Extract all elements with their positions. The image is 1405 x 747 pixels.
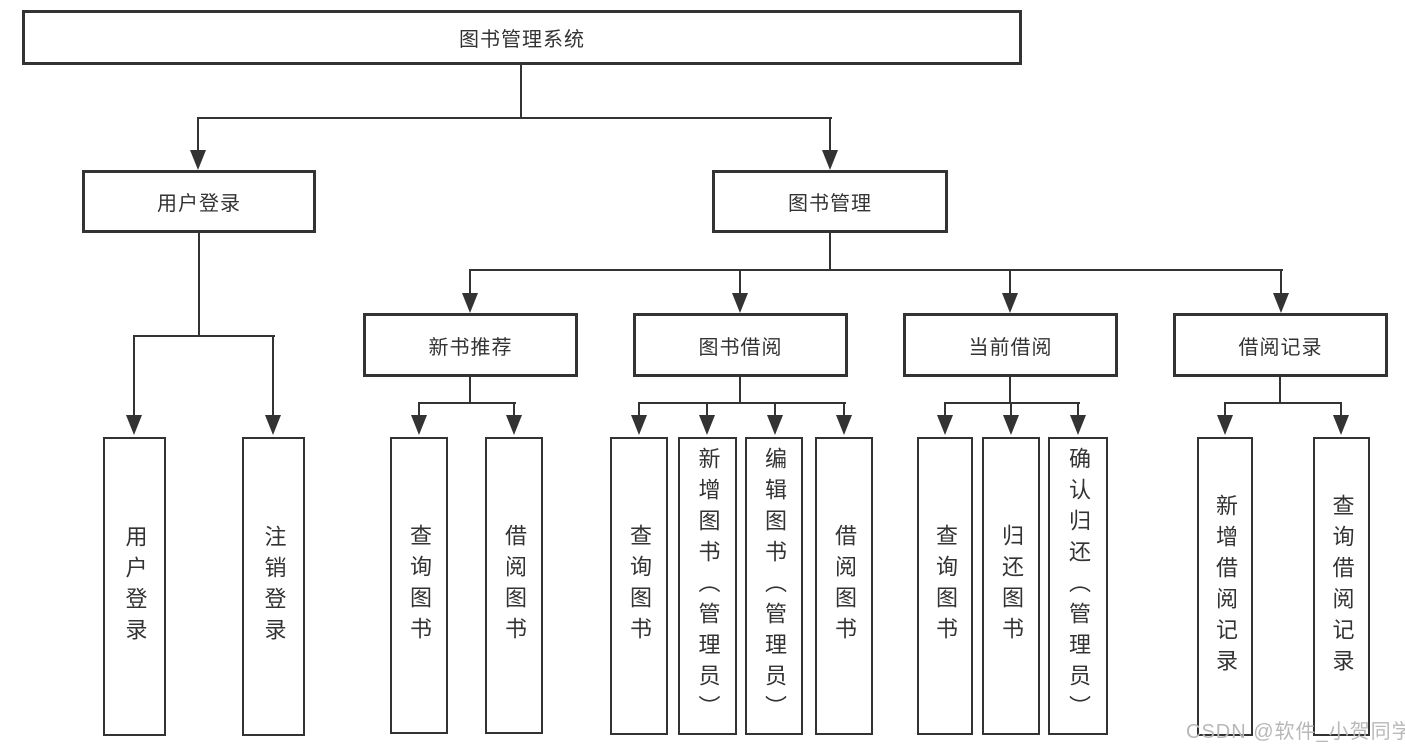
connector-records-rail bbox=[1224, 402, 1342, 404]
leaf-borrow-books-1-label: 借阅图书 bbox=[502, 523, 527, 648]
arrow-down-icon bbox=[1333, 415, 1349, 435]
node-root: 图书管理系统 bbox=[22, 10, 1022, 65]
connector-leaf-drop bbox=[774, 402, 776, 418]
arrow-down-icon bbox=[1002, 293, 1018, 313]
node-book-borrow: 图书借阅 bbox=[633, 313, 848, 377]
arrow-down-icon bbox=[937, 415, 953, 435]
leaf-confirm-return-admin: 确认归还（管理员） bbox=[1048, 437, 1108, 735]
leaf-query-borrow-record: 查询借阅记录 bbox=[1313, 437, 1370, 736]
leaf-query-books-2-label: 查询图书 bbox=[627, 524, 652, 648]
connector-currentborrow-stem bbox=[1009, 377, 1011, 404]
connector-l3-drop bbox=[1009, 269, 1011, 297]
connector-l3-drop bbox=[469, 269, 471, 297]
node-book-management: 图书管理 bbox=[712, 170, 948, 233]
arrow-down-icon bbox=[411, 415, 427, 435]
leaf-edit-books-admin: 编辑图书（管理员） bbox=[745, 437, 803, 735]
leaf-borrow-books-1: 借阅图书 bbox=[485, 437, 543, 734]
leaf-add-borrow-record: 新增借阅记录 bbox=[1197, 437, 1253, 736]
connector-leaf-drop bbox=[133, 335, 135, 417]
arrow-down-icon bbox=[767, 415, 783, 435]
connector-userlogin-stem bbox=[198, 233, 200, 337]
node-borrow-records: 借阅记录 bbox=[1173, 313, 1388, 377]
leaf-query-books-3-label: 查询图书 bbox=[933, 524, 958, 648]
connector-root-rail bbox=[197, 117, 832, 119]
leaf-logout: 注销登录 bbox=[242, 437, 305, 736]
leaf-query-books-1-label: 查询图书 bbox=[407, 523, 432, 648]
connector-bookborrow-stem bbox=[739, 377, 741, 404]
arrow-down-icon bbox=[462, 293, 478, 313]
node-new-book-recommend-label: 新书推荐 bbox=[428, 336, 513, 359]
node-new-book-recommend: 新书推荐 bbox=[363, 313, 578, 377]
leaf-query-books-1: 查询图书 bbox=[390, 437, 448, 734]
arrow-down-icon bbox=[732, 293, 748, 313]
leaf-query-books-3: 查询图书 bbox=[917, 437, 973, 735]
node-current-borrow-label: 当前借阅 bbox=[968, 336, 1053, 359]
connector-l2a-drop bbox=[197, 117, 199, 153]
node-user-login: 用户登录 bbox=[82, 170, 316, 233]
connector-l2b-drop bbox=[829, 117, 831, 153]
arrow-down-icon bbox=[822, 150, 838, 170]
leaf-return-books: 归还图书 bbox=[982, 437, 1040, 735]
arrow-down-icon bbox=[836, 415, 852, 435]
node-user-login-label: 用户登录 bbox=[157, 193, 241, 215]
node-book-borrow-label: 图书借阅 bbox=[698, 336, 783, 359]
leaf-add-books-admin-label: 新增图书（管理员） bbox=[695, 446, 721, 726]
leaf-query-borrow-record-label: 查询借阅记录 bbox=[1329, 493, 1355, 680]
arrow-down-icon bbox=[190, 150, 206, 170]
connector-records-stem bbox=[1279, 377, 1281, 404]
connector-bookborrow-rail bbox=[638, 402, 846, 404]
leaf-return-books-label: 归还图书 bbox=[999, 524, 1024, 648]
connector-leaf-drop bbox=[1224, 402, 1226, 418]
connector-leaf-drop bbox=[843, 402, 845, 418]
leaf-edit-books-admin-label: 编辑图书（管理员） bbox=[762, 446, 787, 726]
connector-currentborrow-rail bbox=[944, 402, 1080, 404]
connector-bookmgmt-stem bbox=[829, 233, 831, 271]
connector-root-stem bbox=[520, 65, 522, 119]
arrow-down-icon bbox=[1070, 415, 1086, 435]
arrow-down-icon bbox=[1273, 293, 1289, 313]
leaf-user-login-label: 用户登录 bbox=[122, 524, 148, 649]
arrow-down-icon bbox=[699, 415, 715, 435]
leaf-borrow-books-2-label: 借阅图书 bbox=[832, 524, 857, 648]
leaf-logout-label: 注销登录 bbox=[261, 524, 287, 649]
connector-l3-drop bbox=[739, 269, 741, 297]
arrow-down-icon bbox=[265, 415, 281, 435]
connector-leaf-drop bbox=[272, 335, 274, 417]
leaf-borrow-books-2: 借阅图书 bbox=[815, 437, 873, 735]
arrow-down-icon bbox=[506, 415, 522, 435]
connector-leaf-drop bbox=[1077, 402, 1079, 418]
connector-leaf-drop bbox=[638, 402, 640, 418]
connector-leaf-drop bbox=[418, 402, 420, 418]
connector-leaf-drop bbox=[1340, 402, 1342, 418]
arrow-down-icon bbox=[1003, 415, 1019, 435]
connector-userlogin-rail bbox=[133, 335, 275, 337]
connector-leaf-drop bbox=[513, 402, 515, 418]
leaf-add-borrow-record-label: 新增借阅记录 bbox=[1213, 493, 1238, 680]
node-root-label: 图书管理系统 bbox=[459, 29, 585, 51]
connector-leaf-drop bbox=[944, 402, 946, 418]
connector-bookmgmt-rail bbox=[469, 269, 1283, 271]
csdn-watermark: CSDN @软件_小贺同学 bbox=[1186, 721, 1405, 743]
connector-leaf-drop bbox=[1010, 402, 1012, 418]
arrow-down-icon bbox=[1217, 415, 1233, 435]
leaf-add-books-admin: 新增图书（管理员） bbox=[678, 437, 737, 735]
leaf-query-books-2: 查询图书 bbox=[610, 437, 668, 735]
arrow-down-icon bbox=[631, 415, 647, 435]
node-current-borrow: 当前借阅 bbox=[903, 313, 1118, 377]
node-borrow-records-label: 借阅记录 bbox=[1238, 336, 1323, 359]
leaf-user-login: 用户登录 bbox=[103, 437, 166, 736]
node-book-management-label: 图书管理 bbox=[788, 193, 872, 215]
connector-l3-drop bbox=[1280, 269, 1282, 297]
connector-newbook-rail bbox=[418, 402, 516, 404]
arrow-down-icon bbox=[126, 415, 142, 435]
leaf-confirm-return-admin-label: 确认归还（管理员） bbox=[1066, 446, 1091, 726]
connector-newbook-stem bbox=[469, 377, 471, 404]
connector-leaf-drop bbox=[706, 402, 708, 418]
